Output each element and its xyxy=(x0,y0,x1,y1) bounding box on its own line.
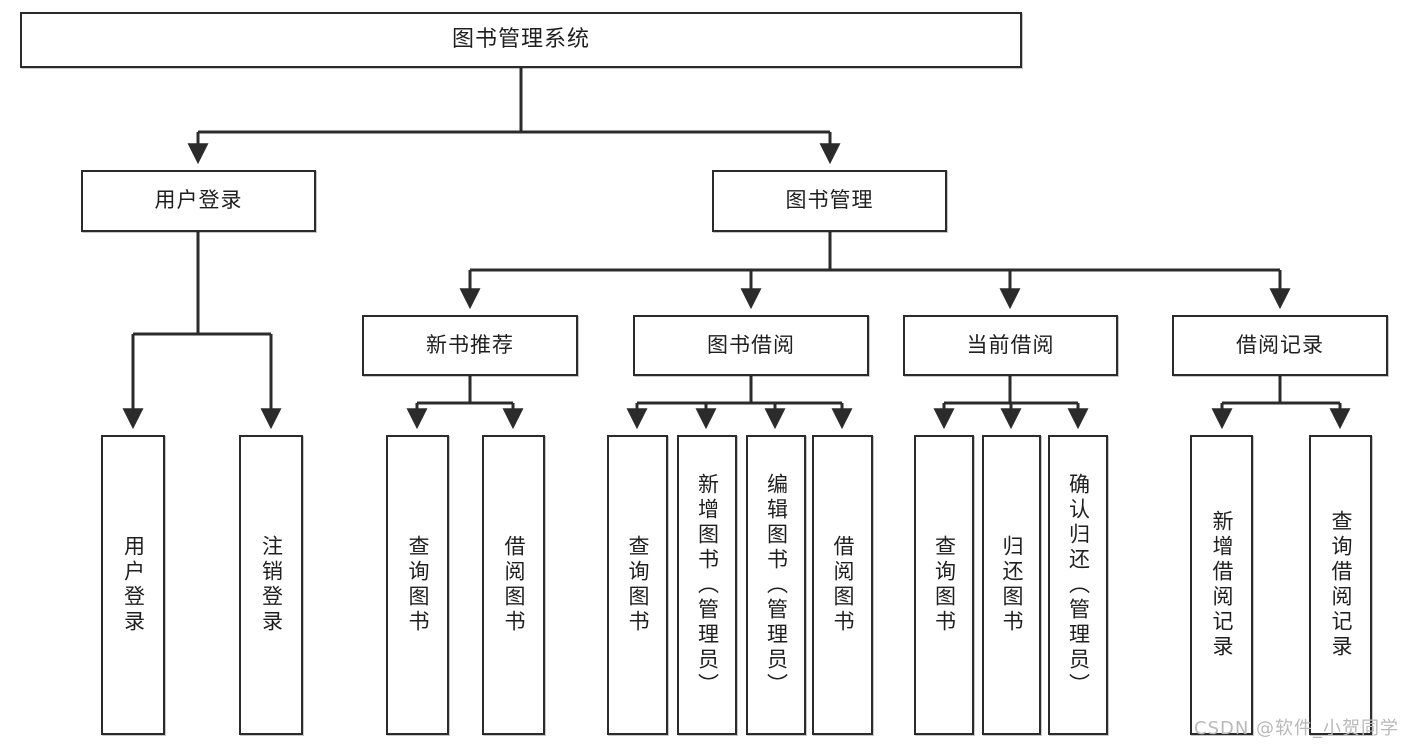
node-new-book-recommend-label: 新书推荐 xyxy=(426,332,514,357)
leaf-label: 用户登录 xyxy=(121,535,146,635)
leaf-borrow-borrow-book[interactable]: 借阅图书 xyxy=(812,435,873,735)
leaf-label: 归还图书 xyxy=(1000,535,1024,635)
leaf-label: 编辑图书（管理员） xyxy=(764,472,789,698)
leaf-label: 新增借阅记录 xyxy=(1210,510,1234,660)
node-user-login-label: 用户登录 xyxy=(154,188,243,213)
leaf-borrow-query-book[interactable]: 查询图书 xyxy=(607,435,668,735)
leaf-user-login-logout[interactable]: 注销登录 xyxy=(239,435,303,735)
leaf-label: 确认归还（管理员） xyxy=(1066,472,1091,698)
node-root[interactable]: 图书管理系统 xyxy=(20,12,1022,68)
leaf-label: 借阅图书 xyxy=(831,535,855,635)
leaf-label: 新增图书（管理员） xyxy=(695,472,720,698)
node-book-borrow[interactable]: 图书借阅 xyxy=(633,315,869,376)
node-current-borrow-label: 当前借阅 xyxy=(966,332,1055,357)
leaf-label: 查询借阅记录 xyxy=(1329,510,1353,660)
leaf-borrow-edit-book[interactable]: 编辑图书（管理员） xyxy=(746,435,806,735)
node-book-management-label: 图书管理 xyxy=(785,188,874,213)
node-book-management[interactable]: 图书管理 xyxy=(712,170,947,232)
leaf-label: 查询图书 xyxy=(626,535,650,635)
leaf-label: 借阅图书 xyxy=(502,535,526,635)
leaf-record-add-record[interactable]: 新增借阅记录 xyxy=(1190,435,1253,735)
node-root-label: 图书管理系统 xyxy=(451,26,590,52)
node-user-login[interactable]: 用户登录 xyxy=(81,170,316,232)
leaf-borrow-add-book[interactable]: 新增图书（管理员） xyxy=(677,435,737,735)
node-borrow-record[interactable]: 借阅记录 xyxy=(1172,315,1388,376)
node-new-book-recommend[interactable]: 新书推荐 xyxy=(362,315,578,376)
leaf-recommend-borrow-book[interactable]: 借阅图书 xyxy=(482,435,545,735)
leaf-current-confirm-return[interactable]: 确认归还（管理员） xyxy=(1048,435,1108,735)
leaf-record-query-record[interactable]: 查询借阅记录 xyxy=(1309,435,1372,735)
node-book-borrow-label: 图书借阅 xyxy=(707,332,795,357)
leaf-label: 查询图书 xyxy=(406,535,430,635)
leaf-current-query-book[interactable]: 查询图书 xyxy=(914,435,974,735)
leaf-label: 查询图书 xyxy=(932,535,957,635)
leaf-recommend-query-book[interactable]: 查询图书 xyxy=(386,435,449,735)
leaf-user-login-login[interactable]: 用户登录 xyxy=(101,435,165,735)
leaf-current-return-book[interactable]: 归还图书 xyxy=(982,435,1041,735)
leaf-label: 注销登录 xyxy=(259,535,284,635)
node-current-borrow[interactable]: 当前借阅 xyxy=(903,315,1118,376)
node-borrow-record-label: 借阅记录 xyxy=(1236,332,1324,357)
